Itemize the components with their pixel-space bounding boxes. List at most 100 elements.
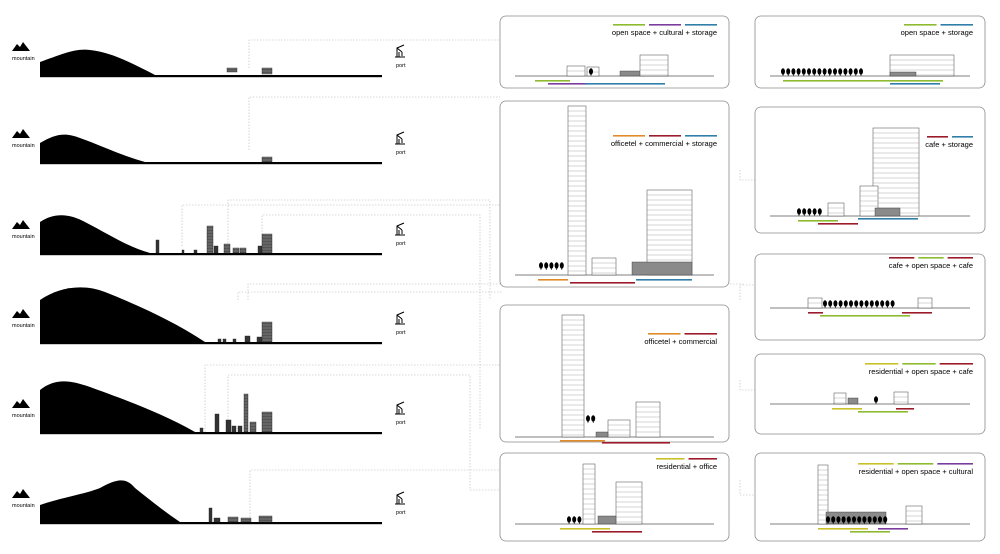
tree-icon — [807, 208, 812, 215]
crane-icon — [394, 491, 406, 505]
tree-icon — [874, 396, 878, 403]
panel-caption: open space + cultural + storage — [612, 28, 717, 37]
panel-caption: cafe + storage — [925, 140, 973, 149]
program-bar-officetel — [538, 279, 568, 281]
crane-icon — [394, 311, 406, 325]
tree-icon — [867, 516, 872, 523]
panel-r4: residential + open space + cafe — [754, 353, 986, 435]
program-bar-cultural — [878, 528, 908, 530]
tree-icon — [781, 68, 785, 75]
building-block — [217, 338, 222, 343]
building-block — [232, 247, 240, 254]
program-bar-officetel — [560, 440, 605, 442]
building-block — [193, 249, 198, 254]
legend-swatch-cafe — [927, 136, 948, 138]
mountain-label: mountain — [12, 413, 35, 419]
ground-line — [40, 162, 382, 165]
building-block — [261, 321, 273, 343]
tree-icon — [833, 300, 838, 307]
tree-icon — [859, 300, 864, 307]
tree-icon — [838, 300, 843, 307]
tree-icon — [544, 262, 549, 269]
panel-frame — [499, 15, 730, 89]
tree-icon — [857, 516, 862, 523]
tree-icon — [878, 516, 882, 523]
tree-icon — [791, 68, 796, 75]
tree-icon — [885, 300, 890, 307]
panel-m4: residential + office — [499, 452, 730, 542]
tree-icon — [817, 208, 822, 215]
tree-icon — [786, 68, 791, 75]
building-block — [257, 245, 263, 254]
panel-frame — [754, 15, 986, 89]
crane-icon — [394, 44, 406, 58]
crane-icon — [394, 131, 406, 145]
panel-r5: residential + open space + cultural — [754, 452, 986, 542]
building-block — [199, 427, 204, 433]
building-block — [231, 425, 237, 433]
mountain-icon — [12, 129, 30, 138]
program-bar-storage — [636, 279, 692, 281]
legend-swatch-storage — [685, 24, 717, 26]
panel-caption: residential + office — [656, 462, 717, 471]
port-label: port — [396, 330, 406, 336]
tree-icon — [822, 68, 827, 75]
program-bar-cafe — [818, 223, 858, 225]
building-block — [244, 335, 251, 343]
building — [597, 515, 617, 525]
tree-icon — [890, 300, 895, 307]
tree-icon — [836, 516, 841, 523]
panel-caption: officetel + commercial + storage — [611, 139, 717, 148]
program-bar-cafe — [902, 312, 932, 314]
legend-swatch-cultural — [649, 24, 681, 26]
tree-icon — [826, 516, 830, 523]
legend-swatch-residential — [865, 363, 899, 365]
legend-swatch-open-space — [902, 363, 936, 365]
tree-icon — [823, 300, 827, 307]
building-block — [213, 245, 219, 254]
connector-lines — [181, 39, 760, 520]
legend-swatch-cafe — [889, 257, 915, 259]
legend-swatch-officetel — [648, 333, 681, 335]
tree-icon — [801, 68, 806, 75]
building-block — [226, 67, 238, 73]
building-block — [213, 517, 221, 523]
building-block — [181, 249, 185, 254]
program-bar-open-space — [820, 315, 910, 317]
mountain-label: mountain — [12, 56, 35, 62]
program-bar-open-space — [535, 80, 570, 82]
building-block — [243, 393, 249, 433]
building-block — [240, 517, 252, 523]
building — [893, 391, 909, 405]
panel-frame — [499, 452, 730, 542]
panel-caption: open space + storage — [901, 28, 973, 37]
ground-line — [40, 253, 382, 256]
building — [646, 189, 693, 276]
building-block — [261, 156, 273, 163]
panel-r2: cafe + storage — [754, 106, 986, 234]
tree-icon — [554, 262, 559, 269]
crane-icon — [394, 401, 406, 415]
tree-icon — [572, 516, 577, 523]
building-block — [232, 338, 237, 343]
terrain-profile — [40, 134, 145, 162]
mountain-label: mountain — [12, 234, 35, 240]
legend-swatch-commercial — [649, 135, 681, 137]
building-block — [237, 425, 243, 433]
legend-swatch-open-space — [613, 24, 645, 26]
legend-swatch-open-space — [897, 463, 934, 465]
legend-swatch-storage — [685, 135, 717, 137]
program-bar-cafe — [896, 408, 914, 410]
building-block — [155, 239, 160, 254]
tree-icon — [880, 300, 885, 307]
mountain-icon — [12, 42, 30, 51]
ground-line — [40, 342, 382, 345]
tree-icon — [848, 68, 853, 75]
legend-swatch-open-space — [904, 24, 937, 26]
legend-swatch-open-space — [918, 257, 944, 259]
legend-swatch-cafe — [939, 363, 973, 365]
panel-frame — [754, 452, 986, 542]
terrain-profile — [40, 49, 155, 75]
